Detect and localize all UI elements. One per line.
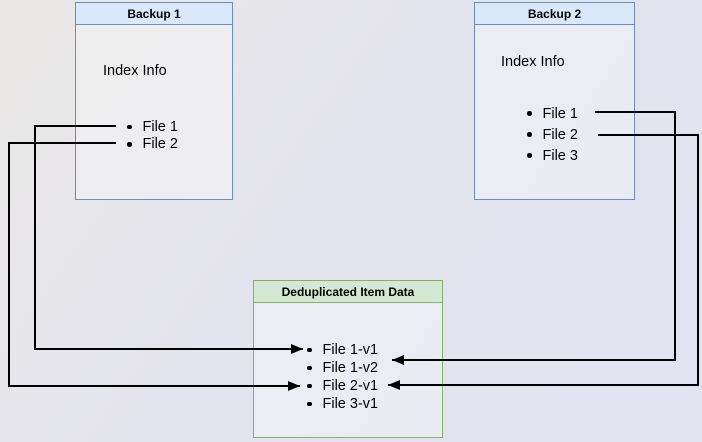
bullet-icon [307,401,312,407]
list-item-label: File 3 [542,147,578,164]
bullet-icon [527,111,532,116]
bullet-icon [307,365,312,371]
backup1-title: Backup 1 [76,3,232,25]
bullet-icon [127,124,132,129]
bullet-icon [527,153,532,158]
backup2-title: Backup 2 [475,3,634,25]
list-item-label: File 3-v1 [322,396,379,412]
list-item: File 2-v1 [307,377,378,395]
list-item: File 1-v1 [307,341,378,359]
list-item-label: File 1-v1 [322,342,379,358]
list-item-label: File 1 [142,118,178,135]
list-item-label: File 2 [142,136,178,153]
list-item: File 1-v2 [307,359,378,377]
bullet-icon [527,132,532,137]
bullet-icon [307,347,312,353]
list-item: File 2 [127,136,178,154]
list-item: File 3 [527,145,578,166]
bullet-icon [307,383,312,389]
dedup-title: Deduplicated Item Data [254,281,442,303]
list-item-label: File 2 [542,126,578,143]
list-item-label: File 1 [542,105,578,122]
list-item: File 1 [127,118,178,136]
bullet-icon [127,142,132,147]
list-item-label: File 1-v2 [322,360,379,376]
backup2-index-info-label: Index Info [501,54,565,70]
backup2-box: Backup 2 Index Info File 1 File 2 File 3 [474,2,635,200]
backup1-index-info-label: Index Info [103,63,167,79]
list-item: File 3-v1 [307,395,378,413]
list-item: File 1 [527,103,578,124]
backup2-file-list: File 1 File 2 File 3 [527,103,578,166]
list-item-label: File 2-v1 [322,378,379,394]
list-item: File 2 [527,124,578,145]
